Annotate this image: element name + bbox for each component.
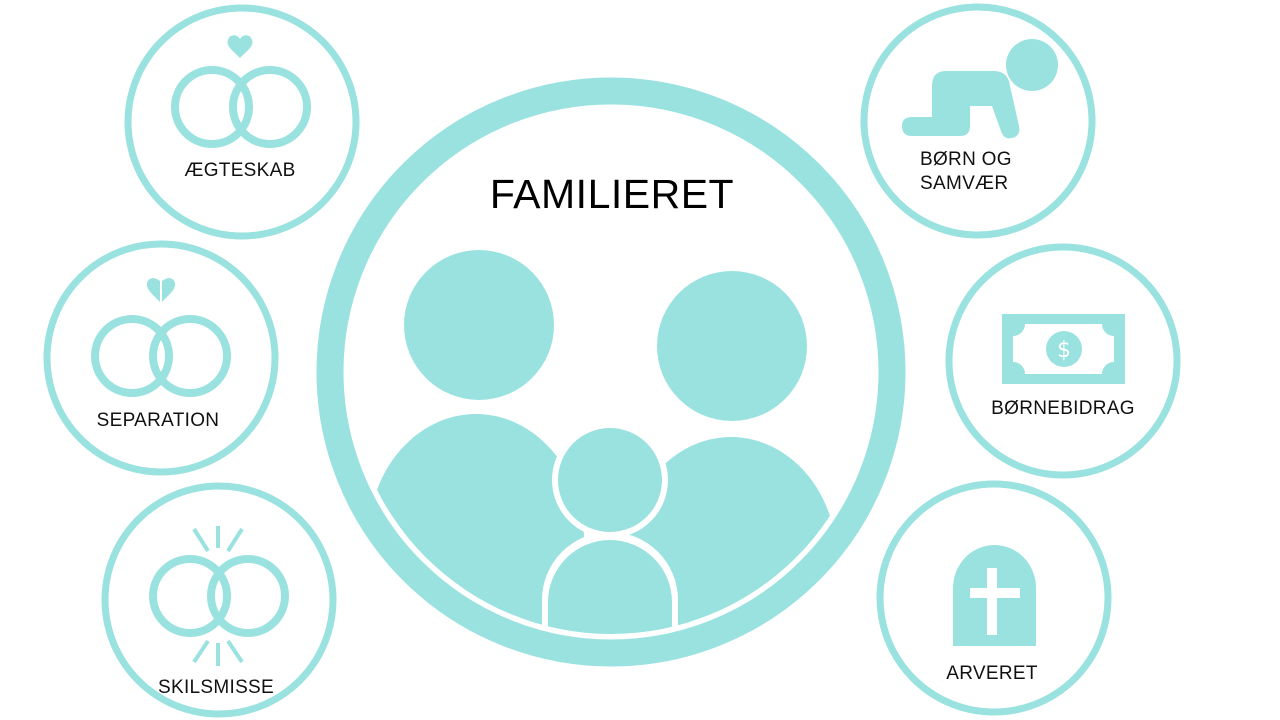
- topic-label-born-og-line1: BØRN OG: [920, 149, 1012, 170]
- wedding-rings-heart-icon: [171, 35, 311, 148]
- money-bill-icon: $: [1002, 314, 1125, 384]
- tombstone-cross-icon: [952, 545, 1036, 646]
- topic-label-samvaer-line2: SAMVÆR: [920, 173, 1009, 194]
- center-title: FAMILIERET: [489, 171, 735, 217]
- topic-skilsmisse[interactable]: [101, 482, 337, 718]
- topic-label-born-og-samvaer: BØRN OG SAMVÆR: [920, 148, 1012, 196]
- topic-separation[interactable]: [43, 240, 279, 476]
- center-node[interactable]: [316, 77, 906, 683]
- breaking-rings-icon: [149, 526, 289, 666]
- topic-bornebidrag[interactable]: $: [945, 243, 1181, 479]
- topic-label-aegteskab: ÆGTESKAB: [184, 160, 296, 181]
- topic-born-og-samvaer[interactable]: [860, 3, 1096, 239]
- topic-label-skilsmisse: SKILSMISSE: [158, 677, 274, 698]
- family-icon: [368, 250, 837, 634]
- center-ring: [316, 77, 906, 667]
- crawling-baby-icon: [902, 39, 1058, 139]
- topic-label-separation: SEPARATION: [96, 410, 220, 431]
- wedding-rings-broken-heart-icon: [91, 278, 231, 397]
- topic-label-bornebidrag: BØRNEBIDRAG: [991, 398, 1135, 419]
- topic-arveret[interactable]: [876, 480, 1112, 716]
- dollar-sign: $: [1057, 338, 1071, 363]
- topic-aegteskab[interactable]: [124, 4, 360, 240]
- topic-label-arveret: ARVERET: [946, 663, 1038, 684]
